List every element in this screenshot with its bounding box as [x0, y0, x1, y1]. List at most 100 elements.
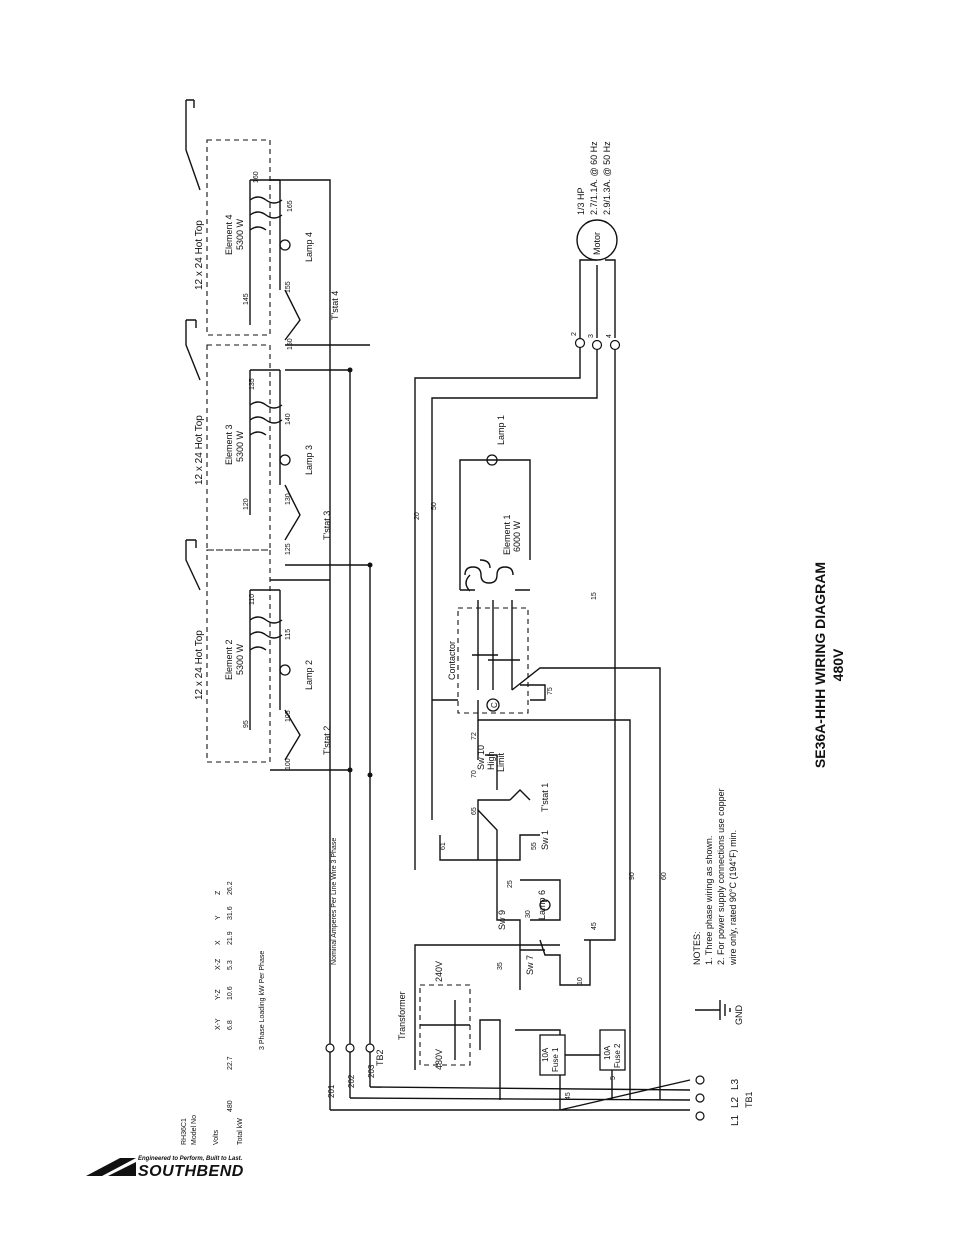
wire-5: 5 [610, 1076, 617, 1080]
diagram-subtitle: 480V [830, 648, 846, 681]
table-kw-value: 22.7 [227, 1056, 234, 1070]
notes-heading: NOTES: [692, 931, 702, 965]
wire-55: 55 [531, 842, 538, 850]
tstat-3-label: T'stat 3 [322, 511, 332, 540]
wire-15: 15 [591, 592, 598, 600]
lamp-3-icon [279, 454, 291, 466]
tb1-l1: L1 [730, 1114, 741, 1126]
wire-10: 10 [577, 977, 584, 985]
wire-130: 130 [285, 493, 292, 505]
table-sub-z: Z [215, 890, 222, 895]
lamp-1-icon [486, 454, 498, 466]
tstat-1-label: T'stat 1 [540, 783, 550, 812]
table-sub-xy: X-Y [215, 1018, 222, 1030]
tb1-label: TB1 [744, 1091, 754, 1108]
table-header-loading: 3 Phase Loading kW Per Phase [259, 951, 266, 1050]
motor-rating-50: 2.9/1.3A. @ 50 Hz [602, 141, 612, 215]
hot-top-4 [185, 99, 301, 341]
bus-wire-l1 [270, 179, 331, 1110]
tb1-terminal-l1 [695, 1111, 705, 1121]
table-sub-y: Y [215, 915, 222, 920]
table-header-model: Model No [191, 1115, 198, 1145]
wire-145: 145 [243, 293, 250, 305]
table-sub-yz: Y-Z [215, 989, 222, 1000]
ground-icon [695, 1000, 731, 1020]
sw10-limit: Limit [496, 752, 506, 772]
diagram-title: SE36A-HHH WIRING DIAGRAM [812, 562, 828, 768]
tb1-l2: L2 [730, 1096, 741, 1108]
transformer-label: Transformer [397, 991, 407, 1040]
lamp-6-label: Lamp 6 [537, 890, 547, 920]
lamp-2-label: Lamp 2 [304, 660, 314, 690]
tb1-terminal-l2 [695, 1093, 705, 1103]
table-sub-x: X [215, 940, 222, 945]
contactor-leads [511, 667, 661, 1100]
lamp-2-icon [279, 664, 291, 676]
wire-50-run [431, 345, 598, 820]
wire-40: 45 [565, 1092, 572, 1100]
fuse-1-rating: 10A [541, 1047, 550, 1062]
motor-leads [579, 259, 616, 338]
transformer-480v: 480V [434, 1049, 444, 1070]
motor-terminal-4 [609, 339, 621, 351]
wire-65: 65 [471, 807, 478, 815]
sw1-box [439, 834, 540, 861]
element-2-label: Element 2 [224, 639, 234, 680]
tstat-4-switch [284, 289, 301, 341]
wire-35: 35 [497, 962, 504, 970]
element-1-watts: 6000 W [512, 520, 522, 552]
contactor-contacts [472, 600, 520, 690]
wire-61: 61 [440, 842, 447, 850]
plug-4 [185, 99, 201, 191]
element-3-coil [249, 369, 283, 515]
plug-3 [185, 319, 201, 381]
contactor-coil-icon [486, 698, 500, 712]
table-y-value: 31.6 [227, 906, 234, 920]
wire-155: 155 [285, 281, 292, 293]
wire-60: 60 [661, 872, 668, 880]
wire-45: 45 [591, 922, 598, 930]
bus-wire-l3 [285, 564, 371, 1087]
tb2-label: TB2 [375, 1049, 385, 1066]
lamp-1-label: Lamp 1 [496, 415, 506, 445]
notes-line-3: wire only, rated 90°C (194°F) min. [728, 830, 738, 966]
wire-150: 150 [287, 338, 294, 350]
lamp6-run [496, 870, 561, 990]
lamp-6-icon [539, 899, 551, 911]
tb2-202: 202 [347, 1074, 356, 1088]
southbend-logo: Engineered to Perform, Built to Last. SO… [86, 1156, 244, 1180]
wire-165: 165 [287, 200, 294, 212]
table-z-value: 26.2 [227, 881, 234, 895]
element-4-watts: 5300 W [235, 218, 245, 250]
wire-15-run [584, 345, 616, 941]
table-yz-value: 10.6 [227, 986, 234, 1000]
hot-top-2 [185, 539, 301, 763]
element-1-frame [459, 459, 531, 592]
fuse-1-label: Fuse 1 [551, 1047, 560, 1072]
motor-term-4-label: 4 [606, 334, 613, 338]
motor-terminal-2 [574, 337, 586, 349]
element-2-coil [249, 589, 283, 730]
tstat-3-switch [284, 484, 301, 541]
sw1-switch [477, 809, 498, 870]
tb2-203: 203 [367, 1064, 376, 1078]
brand-name: SOUTHBEND [138, 1163, 244, 1180]
sw1-label: Sw 1 [540, 830, 550, 850]
table-x-value: 21.9 [227, 931, 234, 945]
wire-135: 135 [249, 378, 256, 390]
contactor-coil-label: C [490, 702, 499, 708]
wire-105: 105 [285, 710, 292, 722]
plug-2 [185, 539, 201, 591]
sw7-run [520, 939, 591, 986]
wire-125: 125 [285, 543, 292, 555]
fuse-2-label: Fuse 2 [613, 1043, 622, 1068]
element-2-watts: 5300 W [235, 643, 245, 675]
wire-20: 20 [414, 512, 421, 520]
element-4-label: Element 4 [224, 214, 234, 255]
motor-icon [576, 219, 618, 261]
element-4-coil [249, 179, 283, 325]
element-3-watts: 5300 W [235, 430, 245, 462]
notes-line-2: 2. For power supply connections use copp… [716, 788, 726, 965]
motor-hp: 1/3 HP [576, 187, 586, 215]
wire-50: 50 [431, 502, 438, 510]
